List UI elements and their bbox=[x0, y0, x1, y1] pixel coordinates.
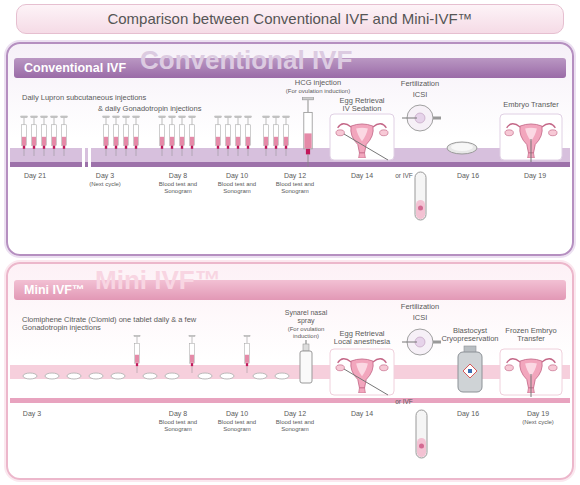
stage-panel: Mini IVF™ bbox=[6, 262, 574, 480]
day-label: Day 12 bbox=[275, 410, 315, 418]
step-label: Blastocyst Cryopreservation bbox=[437, 327, 503, 344]
watermark: Mini IVF™ bbox=[95, 266, 295, 295]
watermark: Conventional IVF bbox=[140, 46, 400, 75]
day-label: Day 10 bbox=[217, 172, 257, 180]
day-label: Day 14 bbox=[342, 172, 382, 180]
note-label: (Next cycle) bbox=[513, 419, 563, 426]
note-label: (Next cycle) bbox=[80, 181, 130, 188]
step-label: Fertilization bbox=[390, 80, 450, 88]
day-label: Day 16 bbox=[448, 410, 488, 418]
step-label: Fertilization bbox=[390, 303, 450, 311]
day-label: Day 3 bbox=[85, 172, 125, 180]
note-label: Blood test and Sonogram bbox=[270, 181, 320, 194]
step-label: Egg Retrieval IV Sedation bbox=[335, 97, 389, 114]
step-label: & daily Gonadotropin injections bbox=[98, 105, 268, 113]
day-label: Day 21 bbox=[15, 172, 55, 180]
title-banner: Comparison between Conventional IVF and … bbox=[16, 4, 564, 34]
step-label: Clomiphene Citrate (Clomid) one tablet d… bbox=[22, 316, 202, 333]
day-label: Day 12 bbox=[275, 172, 315, 180]
day-label: Day 8 bbox=[158, 172, 198, 180]
step-label: ICSI bbox=[405, 91, 435, 99]
note-label: Blood test and Sonogram bbox=[153, 181, 203, 194]
day-label: Day 19 bbox=[518, 410, 558, 418]
step-label: Synarel nasal spray bbox=[284, 309, 328, 325]
step-label: or IVF bbox=[389, 172, 419, 179]
note-label: (For ovulation induction) bbox=[268, 88, 368, 95]
step-label: Egg Retrieval Local anesthesia bbox=[331, 330, 393, 347]
note-label: Blood test and Sonogram bbox=[153, 419, 203, 432]
step-label: Daily Lupron subcutaneous injections bbox=[22, 94, 222, 102]
note-label: (For ovulation induction) bbox=[280, 326, 332, 339]
step-label: Embryo Transfer bbox=[491, 101, 571, 109]
note-label: Blood test and Sonogram bbox=[212, 181, 262, 194]
step-label: HCG injection bbox=[278, 79, 358, 87]
day-label: Day 8 bbox=[158, 410, 198, 418]
day-label: Day 14 bbox=[342, 410, 382, 418]
day-label: Day 16 bbox=[448, 172, 488, 180]
note-label: Blood test and Sonogram bbox=[212, 419, 262, 432]
step-label: or IVF bbox=[389, 398, 419, 405]
step-label: ICSI bbox=[405, 314, 435, 322]
day-label: Day 19 bbox=[515, 172, 555, 180]
note-label: Blood test and Sonogram bbox=[270, 419, 320, 432]
day-label: Day 10 bbox=[217, 410, 257, 418]
day-label: Day 3 bbox=[12, 410, 52, 418]
step-label: Frozen Embryo Transfer bbox=[500, 327, 562, 344]
